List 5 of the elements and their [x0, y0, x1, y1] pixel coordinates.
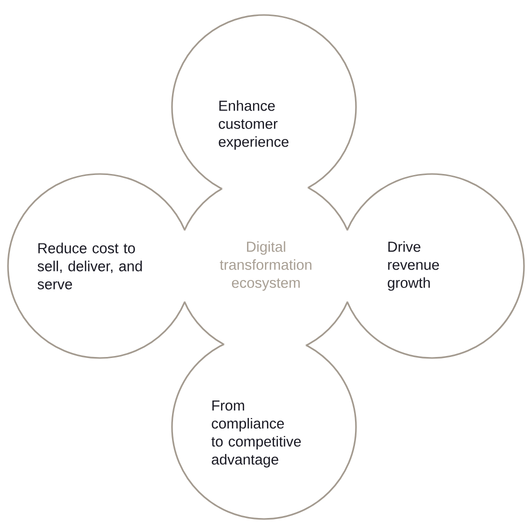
circle-node: From compliance to competitive advantage — [171, 334, 357, 520]
circle-node: Enhance customer experience — [171, 14, 357, 200]
circle-node: Reduce cost to sell, deliver, and serve — [7, 173, 193, 359]
circle-node: Digital transformation ecosystem — [176, 176, 356, 356]
circle-node: Drive revenue growth — [339, 173, 525, 359]
